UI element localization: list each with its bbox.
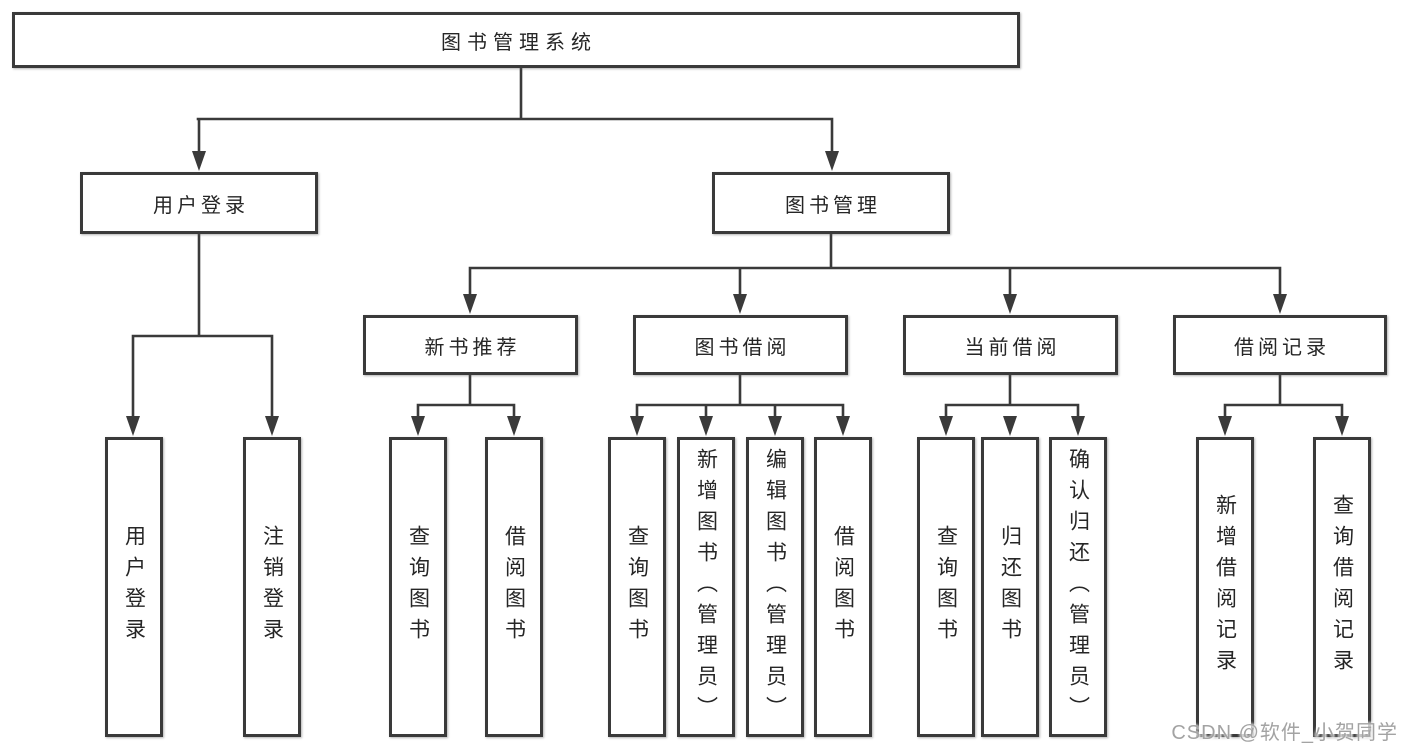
leaf-label: 新增借阅记录 [1213, 494, 1237, 680]
node-book-management: 图书管理 [712, 172, 950, 234]
leaf-query-borrow-record: 查询借阅记录 [1313, 437, 1371, 737]
leaf-label: 用户登录 [122, 525, 146, 649]
leaf-return-book: 归还图书 [981, 437, 1039, 737]
node-book-borrowing: 图书借阅 [633, 315, 848, 375]
node-label: 图书管理 [785, 194, 881, 217]
node-label: 用户登录 [153, 194, 249, 217]
leaf-label: 编辑图书（管理员） [763, 447, 787, 727]
leaf-borrow-books-borrowing: 借阅图书 [814, 437, 872, 737]
node-root: 图书管理系统 [12, 12, 1020, 68]
node-borrow-records: 借阅记录 [1173, 315, 1387, 375]
leaf-label: 查询图书 [625, 525, 649, 649]
node-label: 图书管理系统 [441, 31, 597, 54]
leaf-add-book-admin: 新增图书（管理员） [677, 437, 735, 737]
leaf-query-books-borrowing: 查询图书 [608, 437, 666, 737]
leaf-label: 查询借阅记录 [1330, 494, 1354, 680]
node-label: 当前借阅 [964, 336, 1061, 359]
leaf-label: 新增图书（管理员） [694, 447, 718, 727]
node-user-login: 用户登录 [80, 172, 318, 234]
node-label: 新书推荐 [424, 336, 521, 359]
watermark: CSDN @软件_小贺同学 [1171, 722, 1398, 744]
leaf-borrow-books-recommend: 借阅图书 [485, 437, 543, 737]
leaf-label: 借阅图书 [831, 525, 855, 649]
leaf-query-books-current: 查询图书 [917, 437, 975, 737]
connector-lines [131, 65, 1344, 420]
arrowhead-icon [126, 151, 1349, 436]
leaf-label: 借阅图书 [502, 525, 526, 649]
leaf-add-borrow-record: 新增借阅记录 [1196, 437, 1254, 737]
leaf-user-login: 用户登录 [105, 437, 163, 737]
node-current-borrowing: 当前借阅 [903, 315, 1118, 375]
leaf-logout: 注销登录 [243, 437, 301, 737]
leaf-label: 查询图书 [406, 525, 430, 649]
node-label: 图书借阅 [694, 336, 791, 359]
leaf-label: 注销登录 [260, 525, 284, 649]
leaf-label: 确认归还（管理员） [1066, 447, 1090, 727]
leaf-label: 归还图书 [998, 525, 1022, 649]
node-new-book-recommend: 新书推荐 [363, 315, 578, 375]
leaf-edit-book-admin: 编辑图书（管理员） [746, 437, 804, 737]
node-label: 借阅记录 [1234, 336, 1330, 359]
leaf-query-books-recommend: 查询图书 [389, 437, 447, 737]
leaf-label: 查询图书 [934, 525, 958, 649]
leaf-confirm-return-admin: 确认归还（管理员） [1049, 437, 1107, 737]
